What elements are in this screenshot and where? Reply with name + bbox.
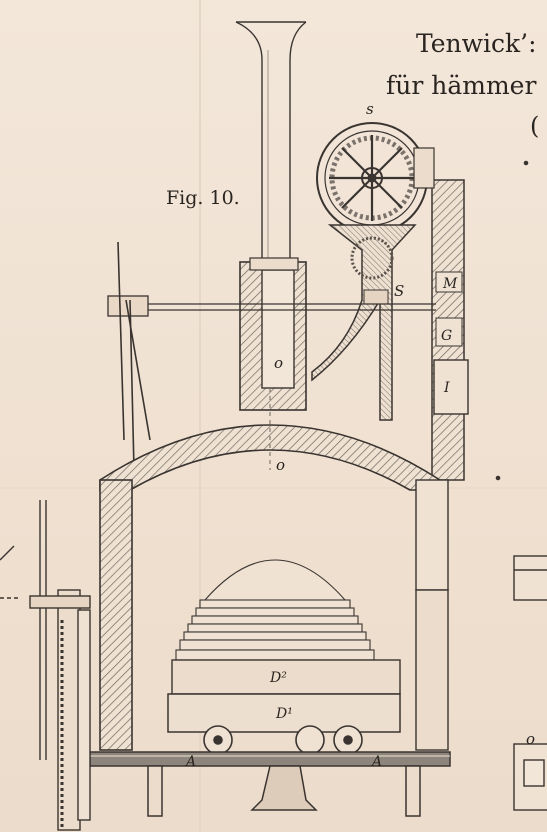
wheel-frame: [311, 224, 417, 421]
stack-base: [239, 257, 307, 411]
label-a-left: A: [184, 754, 196, 770]
label-o-upper: o: [274, 354, 283, 372]
label-o-right: o: [526, 730, 535, 748]
label-d2: D²: [269, 670, 287, 686]
stacked-dome: [175, 559, 375, 661]
left-gears: [0, 500, 91, 831]
figure-caption: Fig. 10.: [166, 187, 240, 209]
base-beam: [89, 751, 451, 817]
right-column: [413, 147, 469, 481]
layer-d1: [167, 693, 401, 733]
title-line2: für hämmer: [386, 71, 536, 100]
layer-d2: [171, 659, 401, 695]
label-s-pinion: S: [394, 282, 404, 300]
right-fragments: [495, 160, 547, 811]
flywheel: [316, 122, 428, 234]
label-o-lower: o: [276, 456, 285, 474]
drive-shaft: [107, 295, 436, 317]
label-a-right: A: [370, 754, 382, 770]
label-m: M: [442, 276, 458, 292]
left-lever: [117, 241, 151, 471]
label-d1: D¹: [275, 706, 293, 722]
furnace-walls: [99, 479, 449, 751]
label-i: I: [443, 380, 450, 396]
label-g: G: [441, 328, 452, 344]
title-line1: Tenwick’:: [416, 29, 537, 58]
label-s-wheel: s: [366, 100, 374, 118]
title-paren: (: [530, 112, 539, 140]
chimney: [235, 21, 307, 262]
